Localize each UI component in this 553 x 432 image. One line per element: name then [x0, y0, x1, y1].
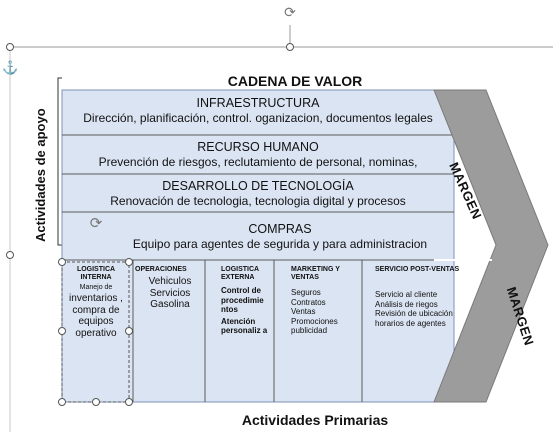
resize-handle[interactable] [6, 43, 14, 51]
anchor-icon: ⚓ [2, 60, 19, 75]
resize-handle[interactable] [125, 258, 133, 266]
band-subtitle: Prevención de riesgos, reclutamiento de … [98, 155, 418, 169]
column-body: Control de procedimie ntos [221, 286, 264, 314]
band-subtitle: Renovación de tecnologia, tecnologia dig… [110, 194, 406, 208]
band-subtitle: Dirección, planificación, control. ogani… [83, 111, 433, 125]
resize-handle[interactable] [6, 251, 14, 259]
column-body: inventarios , compra de equipos operativ… [69, 293, 123, 339]
support-band-tecnologia: DESARROLLO DE TECNOLOGÍA Renovación de t… [62, 179, 454, 211]
margin-wedge [433, 89, 549, 403]
column-lead: Manejo de [79, 284, 113, 291]
diagram-title: CADENA DE VALOR [227, 73, 363, 89]
column-title: MARKETING Y VENTAS [291, 266, 340, 281]
primary-marketing-ventas: MARKETING Y VENTAS Seguros Contratos Ven… [291, 266, 359, 336]
resize-handle[interactable] [58, 398, 66, 406]
primary-servicio-post-ventas: SERVICIO POST-VENTAS Servicio al cliente… [375, 266, 471, 328]
column-title: LOGISTICA INTERNA [76, 266, 116, 281]
primary-logistica-externa: LOGISTICA EXTERNA Control de procedimie … [221, 266, 273, 336]
band-subtitle: Equipo para agentes de segurida y para a… [132, 237, 428, 251]
support-band-recurso-humano: RECURSO HUMANO Prevención de riesgos, re… [62, 140, 454, 174]
rotate-handle-icon[interactable]: ⟳ [89, 215, 103, 232]
band-title: COMPRAS [248, 222, 312, 236]
column-title: SERVICIO POST-VENTAS [375, 266, 460, 273]
column-body: Servicio al cliente Análisis de riegos R… [375, 290, 453, 328]
column-title: LOGISTICA EXTERNA [221, 266, 259, 281]
band-title: INFRAESTRUCTURA [196, 96, 320, 110]
support-band-compras: COMPRAS Equipo para agentes de segurida … [70, 222, 490, 258]
primary-activities-label: Actividades Primarias [241, 412, 389, 428]
rotate-handle-icon[interactable]: ⟳ [284, 4, 296, 20]
primary-logistica-interna: LOGISTICA INTERNA Manejo de inventarios … [64, 266, 128, 339]
support-activities-label: Actividades de apoyo [33, 108, 48, 242]
column-body: Vehiculos Servicios Gasolina [148, 276, 192, 310]
band-title: RECURSO HUMANO [197, 140, 319, 154]
resize-handle[interactable] [125, 398, 133, 406]
column-extra: Atención personaliz a [221, 316, 268, 336]
resize-handle[interactable] [286, 43, 294, 51]
resize-handle[interactable] [125, 327, 133, 335]
primary-operaciones: OPERACIONES Vehiculos Servicios Gasolina [135, 266, 203, 311]
resize-handle[interactable] [92, 398, 100, 406]
support-band-infraestructura: INFRAESTRUCTURA Dirección, planificación… [62, 96, 454, 134]
support-band-bg [61, 89, 455, 261]
band-title: DESARROLLO DE TECNOLOGÍA [162, 179, 354, 193]
resize-handle[interactable] [58, 327, 66, 335]
column-body: Seguros Contratos Ventas Promociones pub… [291, 288, 338, 335]
support-bracket [57, 77, 62, 246]
column-title: OPERACIONES [135, 266, 187, 273]
resize-handle[interactable] [58, 258, 66, 266]
